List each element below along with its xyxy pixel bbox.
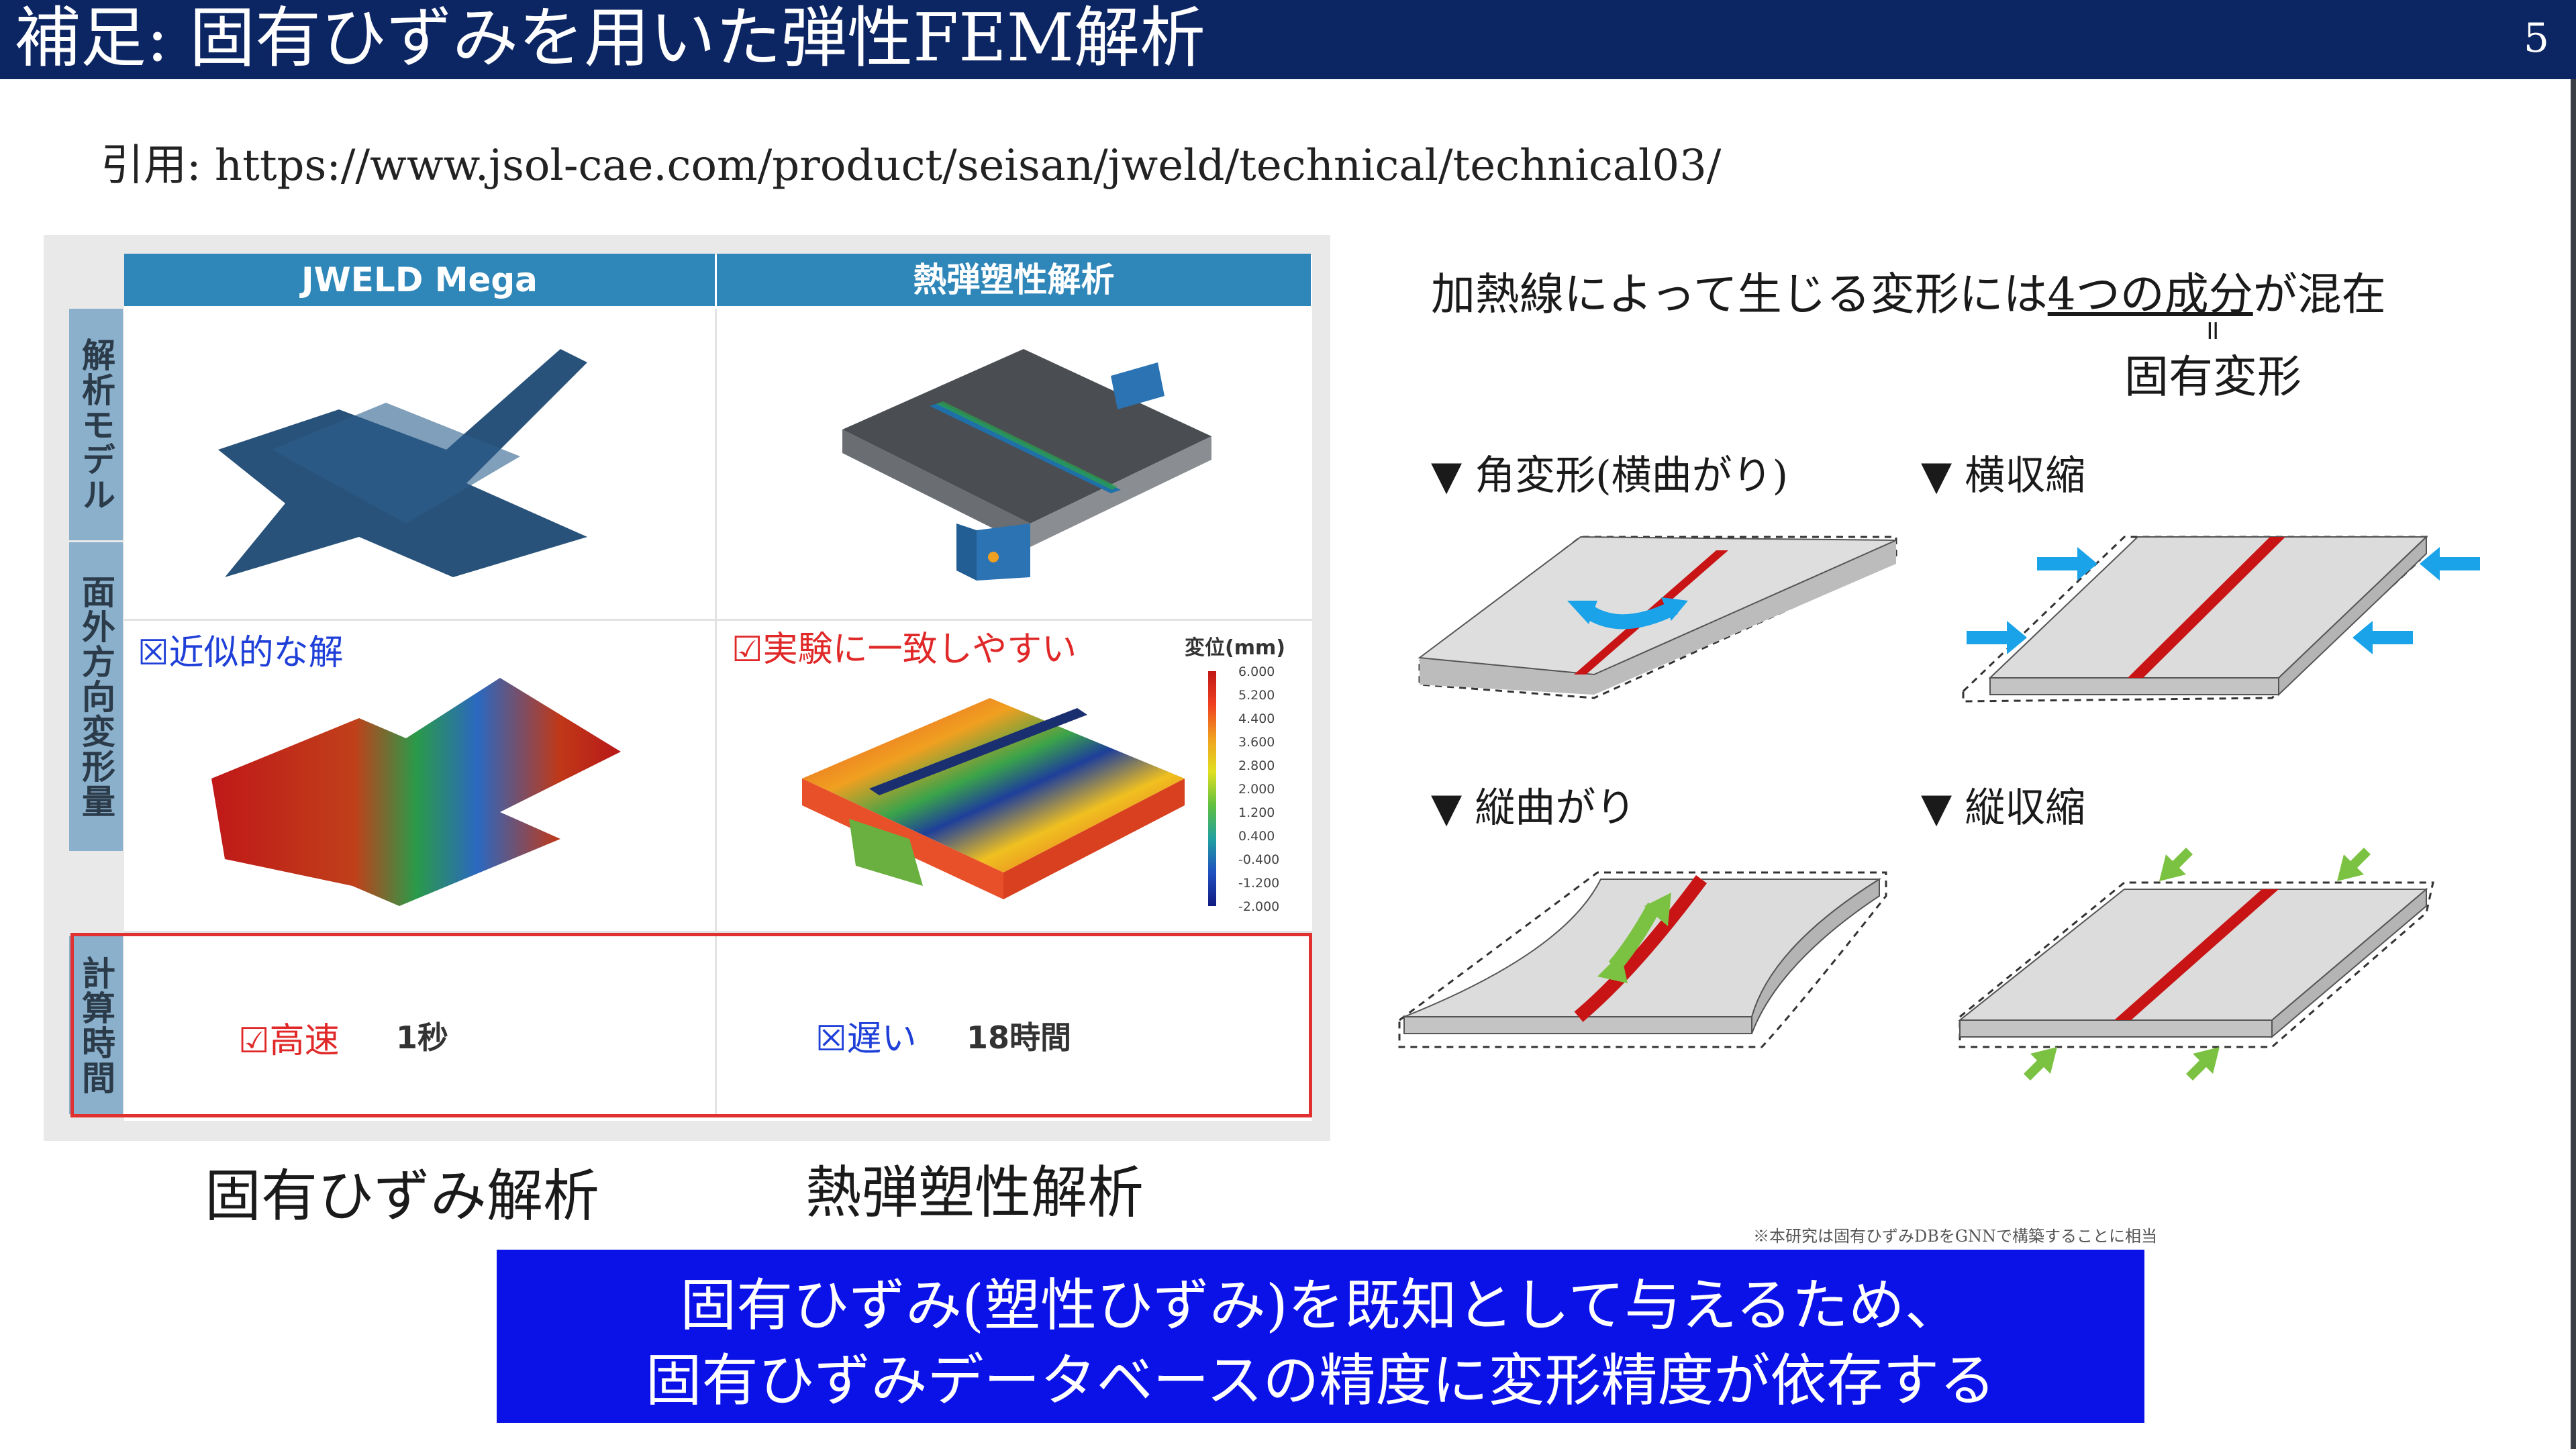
conclusion-line-1: 固有ひずみ(塑性ひずみ)を既知として与えるため、 bbox=[680, 1272, 1961, 1338]
statement-highlight: 4つの成分 bbox=[2047, 268, 2253, 320]
jweld-model-image bbox=[218, 349, 587, 577]
legend-tick: 5.200 bbox=[1238, 688, 1275, 703]
statement-suffix: が混在 bbox=[2252, 268, 2386, 320]
row-header-calc-time: 計算時間 bbox=[69, 936, 123, 1114]
legend-title: 変位(mm) bbox=[1185, 636, 1285, 660]
component-angular: ▼ 角変形(横曲がり) bbox=[1431, 452, 1789, 499]
component-longitudinal-bend: ▼ 縦曲がり bbox=[1431, 785, 1636, 832]
legend-tick: -1.200 bbox=[1238, 876, 1280, 891]
component-transverse-shrink: ▼ 横収縮 bbox=[1921, 452, 2086, 499]
legend-tick: -2.000 bbox=[1238, 899, 1280, 914]
jweld-deformation-image bbox=[211, 678, 621, 906]
legend-tick: 6.000 bbox=[1238, 664, 1275, 679]
fast-label: ☑高速 bbox=[238, 1021, 340, 1061]
longitudinal-bend-diagram bbox=[1398, 871, 1887, 1048]
slow-label: ☒遅い bbox=[815, 1019, 917, 1059]
legend-tick: 1.200 bbox=[1238, 805, 1275, 820]
caption-inherent-strain: 固有ひずみ解析 bbox=[205, 1163, 600, 1229]
table-divider bbox=[124, 931, 1312, 933]
equals-sign: ॥ bbox=[2203, 315, 2220, 346]
slide-title: 補足: 固有ひずみを用いた弾性FEM解析 bbox=[15, 0, 1206, 77]
footnote: ※本研究は固有ひずみDBをGNNで構築することに相当 bbox=[1753, 1227, 2158, 1246]
slow-time-value: 18時間 bbox=[967, 1019, 1072, 1056]
statement-prefix: 加熱線によって生じる変形には bbox=[1431, 268, 2048, 320]
table-divider bbox=[124, 619, 1312, 621]
row-header-deformation: 面外方向変形量 bbox=[69, 542, 123, 851]
slide-edge bbox=[2571, 79, 2576, 1449]
legend-tick: 3.600 bbox=[1238, 735, 1275, 750]
experiment-match-note: ☑実験に一致しやすい bbox=[732, 630, 1077, 670]
thermal-model-image bbox=[842, 349, 1211, 581]
calc-time-highlight bbox=[70, 933, 1312, 1117]
legend-tick: -0.400 bbox=[1238, 852, 1280, 867]
legend-tick: 2.800 bbox=[1238, 758, 1275, 773]
column-header-jweld: JWELD Mega bbox=[124, 254, 715, 306]
transverse-shrink-diagram bbox=[1962, 535, 2480, 703]
inherent-deformation-label: 固有変形 bbox=[2124, 351, 2301, 403]
row-header-model: 解析モデル bbox=[69, 309, 123, 540]
angular-deformation-diagram bbox=[1418, 536, 1897, 699]
conclusion-line-2: 固有ひずみデータベースの精度に変形精度が依存する bbox=[645, 1348, 1996, 1413]
table-divider bbox=[715, 309, 717, 1117]
slide-header: 補足: 固有ひずみを用いた弾性FEM解析 5 bbox=[0, 0, 2576, 79]
comparison-figure: JWELD Mega 熱弾塑性解析 解析モデル 面外方向変形量 計算時間 bbox=[44, 235, 1330, 1141]
legend-tick: 4.400 bbox=[1238, 711, 1275, 726]
citation-link[interactable]: 引用: https://www.jsol-cae.com/product/sei… bbox=[101, 141, 1722, 191]
legend-colorbar bbox=[1208, 671, 1216, 906]
page-number: 5 bbox=[2523, 15, 2549, 62]
longitudinal-shrink-diagram bbox=[1958, 848, 2434, 1081]
deformation-statement: 加熱線によって生じる変形には4つの成分が混在 bbox=[1431, 258, 2386, 323]
legend-tick: 2.000 bbox=[1238, 782, 1275, 797]
fast-time-value: 1秒 bbox=[396, 1019, 449, 1056]
conclusion-box: 固有ひずみ(塑性ひずみ)を既知として与えるため、 固有ひずみデータベースの精度に… bbox=[497, 1250, 2144, 1423]
component-longitudinal-shrink: ▼ 縦収縮 bbox=[1921, 785, 2086, 832]
caption-thermal-elastoplastic: 熱弾塑性解析 bbox=[805, 1160, 1144, 1226]
legend-tick: 0.400 bbox=[1238, 829, 1275, 844]
thermal-deformation-image bbox=[802, 698, 1185, 899]
column-header-thermal: 熱弾塑性解析 bbox=[717, 254, 1311, 306]
approx-solution-note: ☒近似的な解 bbox=[138, 633, 344, 673]
